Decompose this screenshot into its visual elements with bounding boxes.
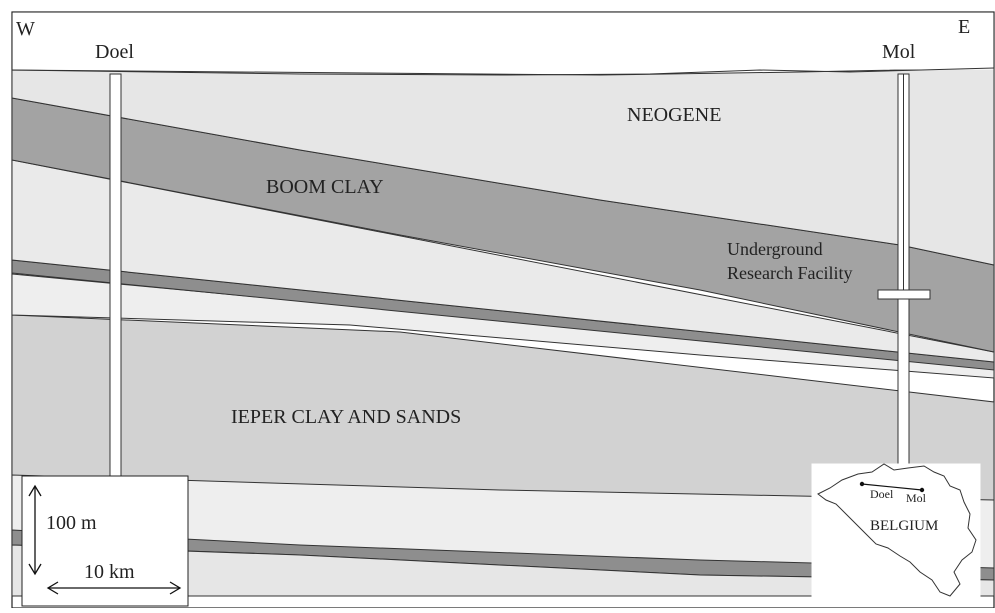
layer-light-band-1 bbox=[11, 159, 995, 363]
vertical-scale-label: 100 m bbox=[46, 512, 97, 534]
inset-map: Doel Mol BELGIUM bbox=[811, 463, 981, 603]
layer-label-boom-clay: BOOM CLAY bbox=[266, 176, 384, 198]
borehole-doel bbox=[109, 73, 122, 477]
research-facility-gallery bbox=[877, 289, 931, 300]
compass-east: E bbox=[958, 16, 970, 38]
doel-dot bbox=[859, 481, 865, 487]
inset-country-label: BELGIUM bbox=[870, 518, 938, 534]
layer-bottom-light bbox=[11, 544, 995, 597]
borehole-label-mol: Mol bbox=[882, 41, 916, 63]
scale-box: 100 m 10 km bbox=[21, 475, 189, 607]
borehole-label-doel: Doel bbox=[95, 41, 134, 63]
facility-label-line1: Underground bbox=[727, 239, 823, 259]
layer-neogene bbox=[11, 67, 995, 266]
mol-dot bbox=[919, 487, 925, 493]
inset-city-doel: Doel bbox=[870, 487, 894, 501]
borehole-mol bbox=[897, 73, 910, 467]
surface-line bbox=[11, 67, 995, 76]
compass-west: W bbox=[16, 18, 35, 40]
horizontal-scale-label: 10 km bbox=[84, 561, 135, 583]
section-line bbox=[861, 483, 923, 491]
belgium-outline bbox=[817, 463, 977, 597]
layer-label-neogene: NEOGENE bbox=[627, 104, 721, 126]
surface-strip bbox=[12, 12, 994, 70]
inset-city-mol: Mol bbox=[906, 491, 927, 505]
facility-label-line2: Research Facility bbox=[727, 263, 852, 283]
layer-label-ieper: IEPER CLAY AND SANDS bbox=[231, 406, 461, 428]
